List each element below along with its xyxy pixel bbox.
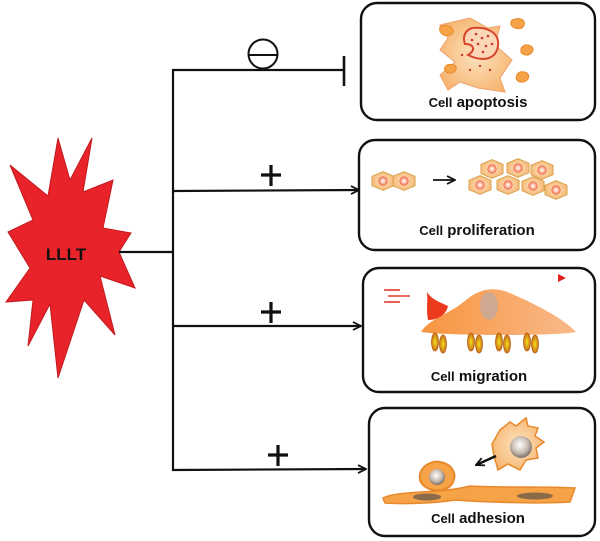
migrating-cell-icon: [384, 274, 576, 354]
label-proliferation: Cell proliferation: [419, 222, 535, 239]
integrin-icon: [475, 334, 483, 354]
nucleus-icon: [475, 180, 485, 190]
label-migration: Cell migration: [431, 368, 527, 385]
integrin-icon: [495, 332, 503, 352]
plus-sign-proliferation: [261, 165, 281, 186]
effect-box-apoptosis: Cell apoptosis: [359, 1, 597, 122]
integrin-icons: [431, 332, 539, 354]
integrin-icon: [439, 334, 447, 354]
arrow-proliferation: [171, 190, 359, 191]
nucleus-icon: [537, 165, 547, 175]
nucleus-icon: [513, 163, 523, 173]
integrin-icon: [503, 334, 511, 354]
effect-box-adhesion: Cell adhesion: [367, 406, 597, 538]
lllt-starburst: LLLT: [4, 137, 136, 379]
plus-sign-adhesion: [268, 445, 288, 466]
nucleus-icon: [487, 164, 497, 174]
minus-sign-apoptosis: [247, 38, 279, 70]
starburst-shape: [4, 137, 136, 379]
nucleus-icon: [551, 185, 561, 195]
proliferating-cells-icon: [371, 158, 568, 200]
apoptotic-cell-icon: [439, 17, 534, 93]
effect-box-migration: Cell migration: [361, 266, 597, 394]
arrow-adhesion: [171, 469, 366, 470]
integrin-icon: [467, 332, 475, 352]
integrin-icon: [531, 334, 539, 354]
plus-sign-migration: [261, 302, 281, 323]
integrin-icon: [523, 332, 531, 352]
nucleus-icon: [378, 176, 388, 186]
effect-box-proliferation: Cell proliferation: [357, 138, 597, 252]
label-apoptosis: Cell apoptosis: [429, 94, 528, 111]
label-adhesion: Cell adhesion: [431, 510, 525, 527]
integrin-icon: [431, 332, 439, 352]
lllt-label: LLLT: [46, 245, 87, 264]
adhering-cells-icon: [382, 416, 577, 505]
connector-lines: [119, 56, 366, 471]
nucleus-icon: [399, 176, 409, 186]
nucleus-icon: [528, 181, 538, 191]
nucleus-icon: [503, 180, 513, 190]
motion-lines-icon: [384, 289, 410, 303]
